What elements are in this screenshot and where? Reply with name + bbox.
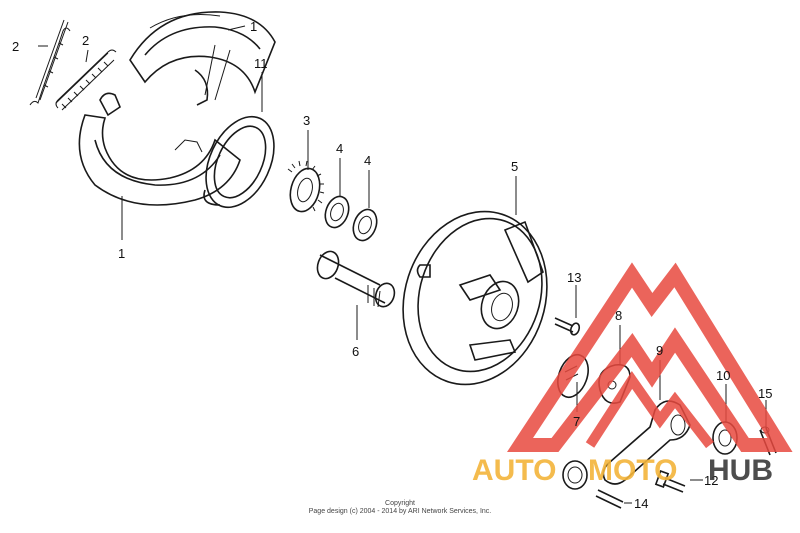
label-part-10: 10 [716,368,730,383]
label-part-7: 7 [573,414,580,429]
label-part-12: 12 [704,473,718,488]
watermark-auto: AUTO [472,454,556,487]
pin-14 [595,489,624,509]
cap [562,460,588,490]
label-part-15: 15 [758,386,772,401]
cam-shaft [316,250,396,308]
brake-shoe-lower [78,92,241,206]
label-part-3: 3 [303,113,310,128]
label-part-11: 11 [254,56,268,71]
brake-shoe-upper [129,11,276,106]
watermark-hub: HUB [708,454,773,487]
bolt-13 [554,317,581,336]
brake-spring-left [29,19,71,106]
brake-panel [402,210,548,386]
label-part-4-second: 4 [364,153,371,168]
washer-1 [324,195,350,229]
label-part-1-upper: 1 [250,19,257,34]
label-part-13: 13 [567,270,581,285]
label-part-2-right: 2 [82,33,89,48]
bolt-12 [654,470,686,493]
gear [287,160,325,213]
brake-spring-right [55,49,117,111]
watermark-logo [507,262,793,452]
label-part-2-left: 2 [12,39,19,54]
label-part-14: 14 [634,496,648,511]
label-part-9: 9 [656,343,663,358]
watermark-moto: MOTO [588,454,677,487]
label-part-8: 8 [615,308,622,323]
seal-ring [203,115,275,209]
label-part-5: 5 [511,159,518,174]
label-part-1-lower: 1 [118,246,125,261]
copyright-line-2: Page design (c) 2004 - 2014 by ARI Netwo… [309,508,492,515]
leader-lines [38,25,767,504]
label-part-4-first: 4 [336,141,343,156]
copyright-line-1: Copyright [385,500,415,507]
washer-2 [352,208,378,242]
watermark-text: AUTO MOTO HUB [472,454,773,487]
label-part-6: 6 [352,344,359,359]
